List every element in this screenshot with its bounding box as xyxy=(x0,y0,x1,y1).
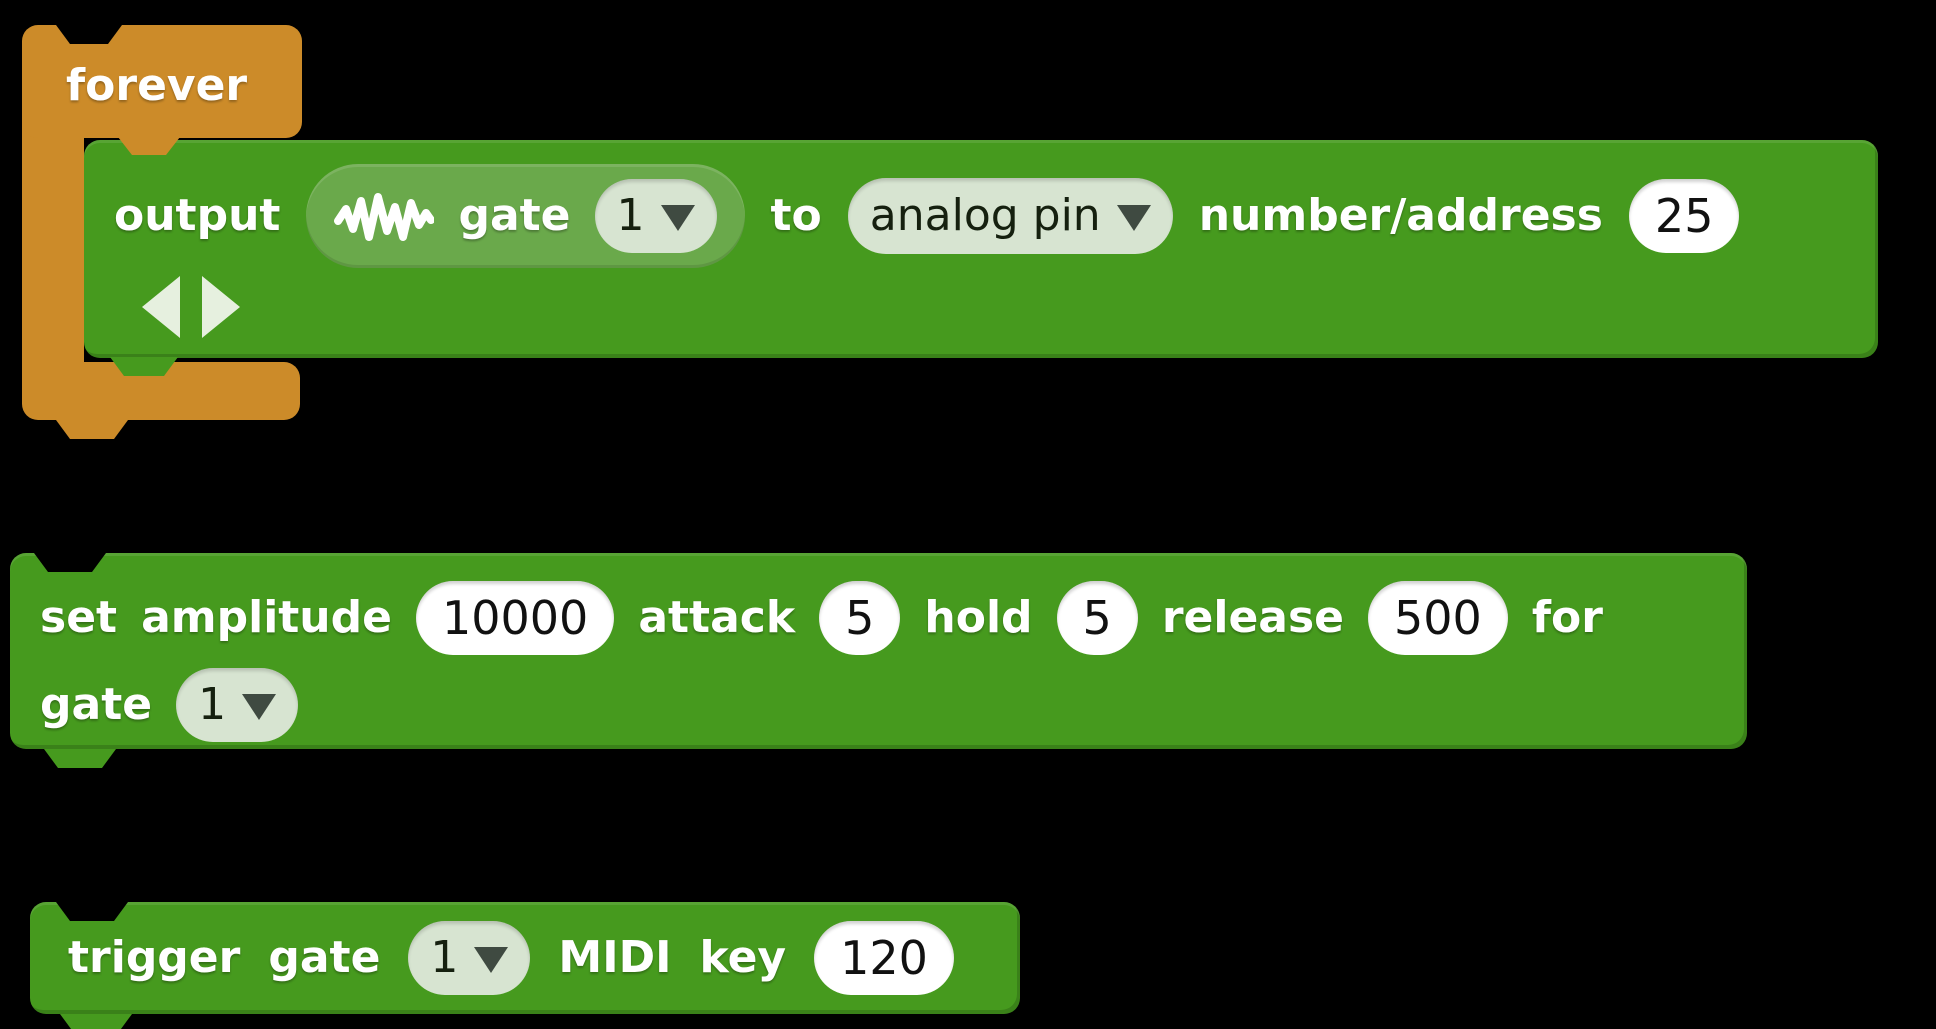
midi-key-input[interactable]: 120 xyxy=(814,921,954,995)
forever-left-arm xyxy=(22,120,84,380)
trigger-top-notch xyxy=(56,902,128,921)
left-triangle-icon[interactable] xyxy=(142,276,180,338)
trigger-gate-block[interactable]: trigger gate 1 MIDI key 120 xyxy=(30,902,1020,1014)
gate-number-dropdown[interactable]: 1 xyxy=(176,668,299,742)
set-envelope-block[interactable]: set amplitude 10000 attack 5 hold 5 rele… xyxy=(10,553,1747,749)
amplitude-value: 10000 xyxy=(441,591,589,645)
forever-inner-tab xyxy=(118,137,180,155)
gate-label: gate xyxy=(268,932,381,983)
number-address-label: number/address xyxy=(1198,190,1603,241)
forever-label: forever xyxy=(66,59,248,111)
dropdown-arrow-icon xyxy=(1116,205,1151,231)
release-label: release xyxy=(1161,592,1345,643)
attack-label: attack xyxy=(638,592,796,643)
dropdown-arrow-icon xyxy=(474,947,509,973)
forever-top-notch xyxy=(56,25,122,44)
address-value: 25 xyxy=(1654,189,1714,243)
set-envelope-top-notch xyxy=(34,553,106,572)
forever-header[interactable]: forever xyxy=(22,25,302,138)
amplitude-label: amplitude xyxy=(141,592,392,643)
gate-label: gate xyxy=(40,679,153,730)
gate-number-value: 1 xyxy=(430,932,459,983)
dropdown-arrow-icon xyxy=(660,205,695,231)
waveform-icon xyxy=(334,193,435,241)
gate-number-dropdown[interactable]: 1 xyxy=(594,179,717,253)
hold-label: hold xyxy=(924,592,1033,643)
address-input[interactable]: 25 xyxy=(1628,179,1740,253)
midi-key-value: 120 xyxy=(840,931,928,985)
destination-dropdown[interactable]: analog pin xyxy=(847,178,1173,254)
trigger-bottom-tab xyxy=(60,1014,132,1029)
release-value: 500 xyxy=(1394,591,1482,645)
output-label: output xyxy=(114,190,281,241)
gate-label: gate xyxy=(458,190,571,241)
hold-input[interactable]: 5 xyxy=(1056,581,1138,655)
release-input[interactable]: 500 xyxy=(1368,581,1508,655)
right-triangle-icon[interactable] xyxy=(202,276,240,338)
output-bottom-tab xyxy=(110,357,178,376)
dropdown-arrow-icon xyxy=(242,694,277,720)
amplitude-input[interactable]: 10000 xyxy=(415,581,615,655)
to-label: to xyxy=(770,190,822,241)
key-label: key xyxy=(699,932,787,983)
midi-label: MIDI xyxy=(558,932,672,983)
hold-value: 5 xyxy=(1082,591,1112,645)
output-block[interactable]: output gate 1 to analog pin xyxy=(84,140,1878,358)
set-envelope-bottom-tab xyxy=(44,749,116,768)
gate-number-value: 1 xyxy=(198,679,227,730)
for-label: for xyxy=(1531,592,1603,643)
set-label: set xyxy=(40,592,118,643)
attack-input[interactable]: 5 xyxy=(819,581,901,655)
gate-signal-reporter[interactable]: gate 1 xyxy=(306,164,745,268)
trigger-label: trigger xyxy=(68,932,241,983)
gate-number-dropdown[interactable]: 1 xyxy=(408,921,531,995)
gate-number-value: 1 xyxy=(616,190,645,241)
destination-value: analog pin xyxy=(869,190,1101,241)
attack-value: 5 xyxy=(845,591,875,645)
forever-bottom-tab xyxy=(56,420,128,439)
